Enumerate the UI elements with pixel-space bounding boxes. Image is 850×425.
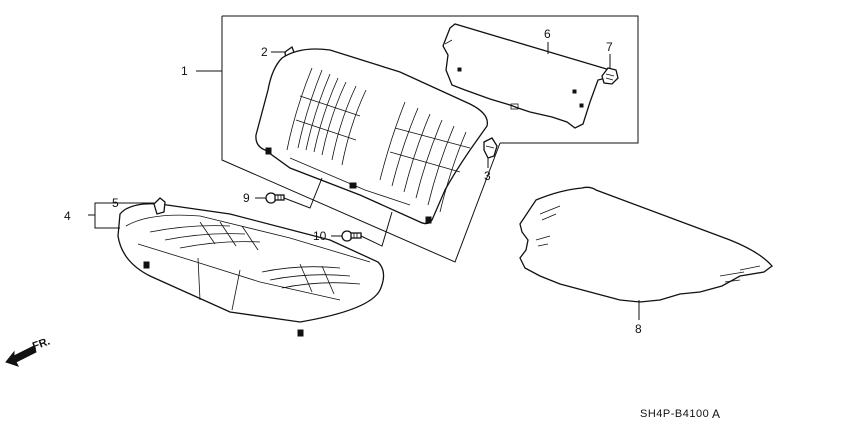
diagram-revision: A xyxy=(712,407,721,421)
seat-back-assembly-outline xyxy=(196,15,639,263)
callout-6: 6 xyxy=(544,27,551,41)
seat-cushion xyxy=(117,203,385,337)
bolt xyxy=(265,192,285,204)
diagram-code: SH4P-B4100 xyxy=(640,408,709,420)
leader-lines xyxy=(88,42,640,320)
callout-8: 8 xyxy=(635,322,642,336)
clip-nut xyxy=(601,67,619,85)
seat-cushion-hook xyxy=(153,197,166,215)
seat-back-cushion xyxy=(255,48,489,225)
floor-mat xyxy=(519,186,773,303)
side-hook xyxy=(483,137,498,159)
front-label: FR. xyxy=(31,335,52,352)
callout-2: 2 xyxy=(261,45,268,59)
callout-5: 5 xyxy=(112,196,119,210)
front-direction-marker: FR. xyxy=(5,335,52,367)
callout-7: 7 xyxy=(606,40,613,54)
front-arrow-icon xyxy=(5,345,37,367)
callout-10: 10 xyxy=(313,229,327,243)
callout-9: 9 xyxy=(243,191,250,205)
callout-4: 4 xyxy=(64,209,71,223)
bolt-long xyxy=(341,230,362,242)
callout-3: 3 xyxy=(484,169,491,183)
callout-1: 1 xyxy=(181,64,188,78)
